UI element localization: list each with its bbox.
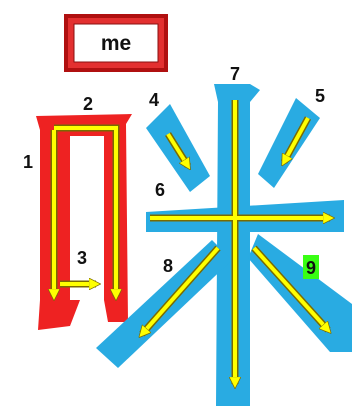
stroke-5-shape bbox=[258, 98, 320, 188]
stroke-number-4: 4 bbox=[149, 90, 159, 110]
stroke-8-arrow-icon bbox=[142, 248, 218, 334]
stroke-number-9: 9 bbox=[306, 258, 316, 278]
stroke-9-shape bbox=[248, 234, 352, 352]
stroke-number-5: 5 bbox=[315, 86, 325, 106]
title-text: me bbox=[101, 32, 131, 55]
stroke-number-6: 6 bbox=[155, 180, 165, 200]
right-character bbox=[96, 84, 352, 406]
stroke-number-7: 7 bbox=[230, 64, 240, 84]
stroke-number-1: 1 bbox=[23, 152, 33, 172]
title-box: me bbox=[64, 14, 168, 72]
stroke-number-3: 3 bbox=[77, 248, 87, 268]
stroke-number-2: 2 bbox=[83, 94, 93, 114]
stroke-number-8: 8 bbox=[163, 256, 173, 276]
